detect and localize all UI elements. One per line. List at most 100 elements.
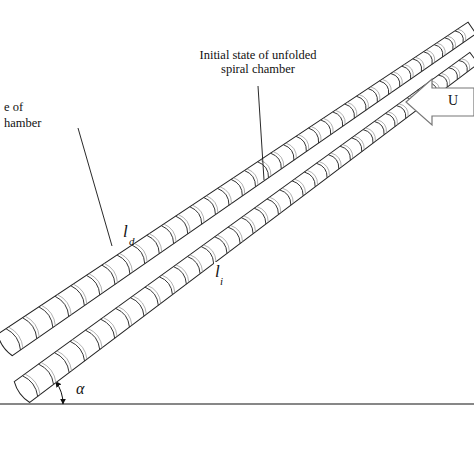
tube-rib (377, 118, 390, 133)
tube-rib (41, 360, 59, 382)
tube-rib (347, 100, 360, 116)
tube-rib (328, 153, 341, 169)
tube-rib (316, 161, 330, 178)
tube-rib (345, 102, 358, 118)
tube-rib (319, 159, 333, 176)
tube-rib (426, 48, 437, 62)
tube-rib (374, 119, 387, 134)
tube-rib (257, 204, 272, 222)
angle-symbol: α (76, 380, 84, 398)
tube-outline (0, 17, 474, 357)
tube-rib (415, 55, 427, 70)
tube-rib (55, 294, 72, 316)
tube-rib (101, 317, 118, 338)
length-subscript: i (220, 275, 223, 288)
tube-rib (72, 337, 89, 359)
tube-rib (308, 126, 321, 143)
tube-rib (204, 243, 219, 262)
tube-rib (247, 167, 261, 185)
tube-rib (282, 186, 296, 203)
tube-rib (331, 151, 344, 167)
tube-rib (455, 29, 466, 43)
tube-rib (461, 57, 472, 71)
tube-rib (244, 214, 259, 232)
tube-rib (438, 73, 450, 87)
tube-rib (299, 133, 312, 150)
tube-rib (38, 362, 56, 384)
tube-rib (133, 294, 149, 315)
tube-rib (88, 326, 105, 347)
length-symbol: l (122, 222, 129, 242)
angle-arc (56, 382, 63, 404)
tube-rib (73, 282, 89, 304)
velocity-symbol: U (448, 93, 458, 109)
part-label: hamber (4, 116, 41, 130)
tube-rib (447, 34, 458, 48)
part-label: Initial state of unfolded spiral chamber (188, 48, 328, 77)
tube-rib (260, 158, 274, 176)
tube-rib (220, 185, 234, 204)
tube-rib (457, 27, 468, 41)
tube-rib (441, 71, 453, 85)
tube-rib (9, 325, 26, 348)
tube-rib (404, 63, 416, 78)
spiral-chamber-tube (12, 48, 474, 404)
tube-rib (149, 232, 164, 252)
tube-rib (354, 134, 367, 150)
tube-rib (379, 79, 391, 94)
tube-rib (118, 304, 135, 325)
tube-rib (385, 111, 397, 126)
tube-rib (333, 110, 346, 126)
tube-rib (41, 303, 58, 326)
tube-rib (413, 57, 425, 72)
tube-rib (147, 283, 163, 303)
tube-rib (356, 94, 368, 110)
tube-rib (286, 141, 299, 158)
tube-rib (192, 203, 207, 222)
tube-rib (70, 339, 87, 361)
tube-rib (391, 72, 403, 87)
tube-rib (23, 316, 40, 339)
tube-rib (368, 87, 380, 103)
tube-rib (396, 103, 408, 118)
tube-rib (323, 116, 336, 133)
flow-arrow (406, 79, 474, 125)
length-subscript: d (129, 235, 135, 248)
tube-rib (459, 58, 470, 72)
tube-rib (424, 50, 435, 64)
tube-rib (206, 194, 221, 213)
tube-rib (307, 168, 321, 185)
tube-rib (363, 127, 376, 143)
tube-rib (25, 372, 43, 395)
tube-rib (273, 150, 287, 168)
tube-rib (371, 85, 383, 101)
tube-rib (190, 253, 206, 272)
tube-rib (402, 64, 414, 79)
tube-rib (296, 134, 309, 151)
tube-rib (120, 251, 136, 272)
tube-rib (352, 136, 365, 152)
length-symbol: l (214, 262, 221, 282)
tube-rib (321, 118, 334, 135)
tube-rib (234, 176, 248, 195)
tube-rib (393, 70, 405, 85)
leader-line (78, 128, 112, 246)
tube-rib (6, 327, 23, 350)
tube-rib (311, 124, 324, 141)
part-label: e of (4, 100, 23, 114)
tube-rib (294, 177, 308, 194)
tube-rib (164, 222, 179, 242)
tube-rib (449, 66, 460, 80)
tube-rib (335, 108, 348, 124)
tube-rib (57, 293, 74, 315)
tube-rib (135, 241, 151, 262)
ground-line (0, 403, 474, 404)
tube-rib (85, 328, 102, 349)
tube-rib (382, 77, 394, 92)
tube-rib (103, 315, 120, 336)
tube-rib (359, 93, 371, 109)
tube-rib (54, 351, 72, 373)
tube-rib (217, 233, 232, 252)
tube-rib (437, 41, 448, 55)
